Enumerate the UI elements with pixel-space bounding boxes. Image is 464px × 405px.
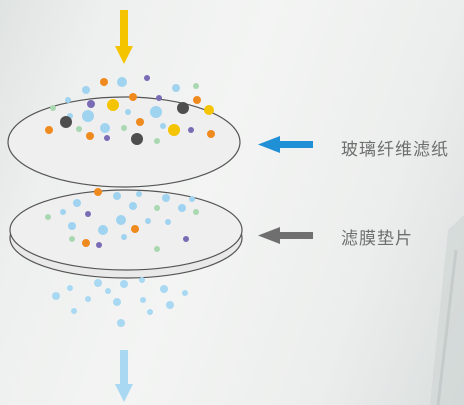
particles-middle [45,188,199,252]
glass-fiber-filter-label: 玻璃纤维滤纸 [341,140,449,160]
particles-bottom [52,277,188,327]
background-streak-line [436,249,458,405]
background-streak [430,215,464,405]
membrane-pad-label: 滤膜垫片 [341,229,413,249]
membrane-pad-pointer-arrow-icon [258,227,313,244]
membrane-pad-disc [9,189,243,279]
inflow-arrow-icon [115,10,133,64]
particles-top [45,75,215,145]
outflow-arrow-icon [115,350,133,402]
glass-fiber-pointer-arrow-icon [258,136,313,153]
